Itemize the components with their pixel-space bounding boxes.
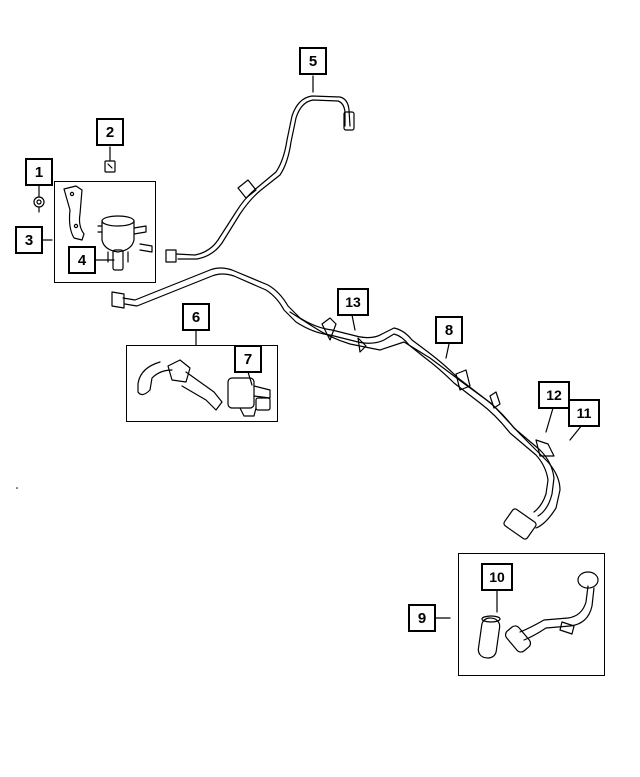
vapor-tube-clip [237, 179, 257, 199]
leader-line-11 [569, 424, 583, 441]
lower-tube-clip-b [357, 337, 367, 353]
purge-valve-hose [137, 361, 173, 396]
callout-11: 11 [568, 399, 600, 427]
vapor-tube-upper-inner [177, 99, 346, 260]
clip-nut [104, 160, 116, 173]
detail-panel-filler-hose [458, 553, 605, 676]
callout-6: 6 [182, 303, 210, 331]
filler-hose [519, 585, 589, 633]
vapor-tube-connector [165, 249, 177, 263]
callout-8: 8 [435, 316, 463, 344]
callout-3: 3 [15, 226, 43, 254]
leader-line-8 [445, 343, 450, 359]
callout-13: 13 [337, 288, 369, 316]
callout-10: 10 [481, 563, 513, 591]
lower-tube-clip-a [321, 317, 337, 341]
vapor-tube-lower-second [289, 311, 561, 529]
filler-hose-clamp [559, 621, 575, 635]
vapor-tube-lower [122, 267, 555, 517]
purge-valve-body [227, 377, 255, 409]
purge-valve-clamp [167, 359, 191, 383]
callout-4: 4 [68, 246, 96, 274]
canister-top [101, 215, 135, 227]
callout-7: 7 [234, 345, 262, 373]
lower-tube-clip-c [455, 369, 471, 391]
canister-outlet [112, 249, 124, 271]
detail-panel-canister [54, 181, 156, 283]
lower-tube-end [503, 508, 537, 540]
detail-panel-valve [126, 345, 278, 422]
filler-hose-end [504, 625, 532, 653]
canister-body [101, 220, 135, 253]
vapor-tube-lower-inner [124, 273, 549, 513]
bolt-head [33, 196, 45, 208]
callout-12: 12 [538, 381, 570, 409]
lower-tube-connector [111, 291, 125, 309]
lower-tube-clip-d [489, 391, 501, 409]
callout-5: 5 [299, 47, 327, 75]
vapor-tube-upper [175, 95, 351, 256]
leader-line-12 [545, 407, 554, 433]
leader-line-13 [351, 314, 356, 331]
vapor-tube-end-cap [343, 111, 355, 131]
callout-9: 9 [408, 604, 436, 632]
lower-tube-clip-e [535, 439, 555, 457]
callout-1: 1 [25, 158, 53, 186]
hose-sleeve [477, 617, 501, 659]
canister-bracket [63, 185, 85, 241]
callout-2: 2 [96, 118, 124, 146]
filler-hose-cap [577, 571, 599, 589]
